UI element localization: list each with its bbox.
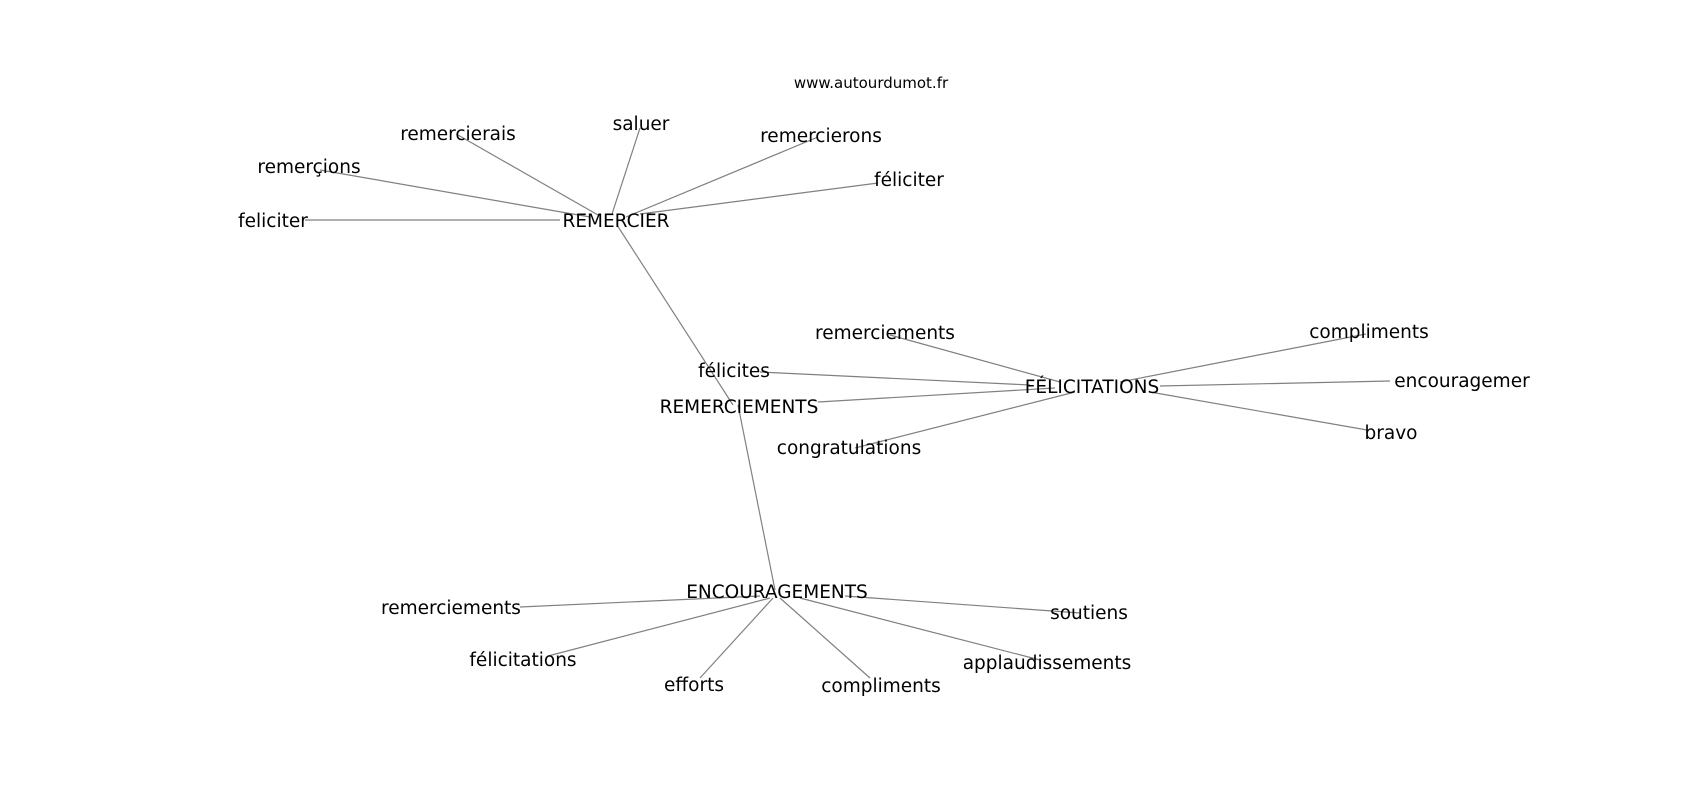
hub-remerciements[interactable]: REMERCIEMENTS bbox=[660, 397, 819, 418]
edge-encouragements-efforts bbox=[699, 597, 774, 679]
edges bbox=[305, 127, 1391, 679]
edge-remerciements-encouragements bbox=[737, 404, 776, 591]
word-felicites[interactable]: félicites bbox=[698, 361, 770, 382]
hub-felicitations[interactable]: FÉLICITATIONS bbox=[1025, 376, 1159, 398]
word-applaudissements[interactable]: applaudissements bbox=[963, 653, 1132, 674]
word-encouragements-compliments[interactable]: compliments bbox=[821, 676, 941, 697]
word-saluer[interactable]: saluer bbox=[613, 114, 670, 135]
edge-encouragements-remerciements bbox=[519, 595, 761, 608]
word-feliciter-accent[interactable]: féliciter bbox=[874, 170, 944, 191]
edge-felicitations-felicites bbox=[759, 371, 1031, 386]
word-bravo[interactable]: bravo bbox=[1365, 423, 1418, 444]
edge-encouragements-felicitations bbox=[547, 597, 771, 657]
edge-felicitations-congratulations bbox=[854, 391, 1076, 449]
word-felicitations-remerciements[interactable]: remerciements bbox=[815, 323, 955, 344]
source-label: www.autourdumot.fr bbox=[794, 74, 949, 92]
edge-encouragements-applaudissements bbox=[799, 597, 1041, 661]
word-encouragemer[interactable]: encouragemer bbox=[1394, 371, 1530, 392]
word-remercions[interactable]: remerçions bbox=[257, 157, 360, 178]
edge-remercier-feliciter-accent bbox=[639, 182, 879, 215]
edge-remercier-remerciements bbox=[616, 224, 734, 406]
edge-remercier-remercions bbox=[319, 169, 591, 218]
word-efforts[interactable]: efforts bbox=[664, 675, 724, 696]
word-encouragements-remerciements[interactable]: remerciements bbox=[381, 598, 521, 619]
edge-remercier-remercierais bbox=[457, 134, 599, 216]
word-soutiens[interactable]: soutiens bbox=[1050, 603, 1128, 624]
edge-remercier-remercierons bbox=[625, 136, 819, 218]
edge-felicitations-compliments bbox=[1119, 333, 1367, 383]
word-congratulations[interactable]: congratulations bbox=[777, 438, 921, 459]
labels: www.autourdumot.fr REMERCIER remercierai… bbox=[238, 74, 1530, 697]
edge-encouragements-soutiens bbox=[844, 595, 1081, 614]
word-remercierons[interactable]: remercierons bbox=[760, 126, 882, 147]
edge-felicitations-encouragemer bbox=[1159, 380, 1391, 387]
word-feliciter[interactable]: feliciter bbox=[238, 211, 308, 232]
word-felicitations-compliments[interactable]: compliments bbox=[1309, 322, 1429, 343]
edge-remercier-saluer bbox=[611, 127, 641, 215]
edge-encouragements-compliments bbox=[779, 597, 871, 679]
edge-remerciements-felicitations bbox=[817, 387, 1056, 403]
edge-felicitations-bravo bbox=[1149, 391, 1368, 431]
word-remercierais[interactable]: remercierais bbox=[400, 124, 516, 145]
edge-felicitations-remerciements bbox=[889, 334, 1061, 383]
word-encouragements-felicitations[interactable]: félicitations bbox=[469, 650, 576, 671]
hub-remercier[interactable]: REMERCIER bbox=[562, 211, 669, 232]
hub-encouragements[interactable]: ENCOURAGEMENTS bbox=[686, 582, 868, 603]
